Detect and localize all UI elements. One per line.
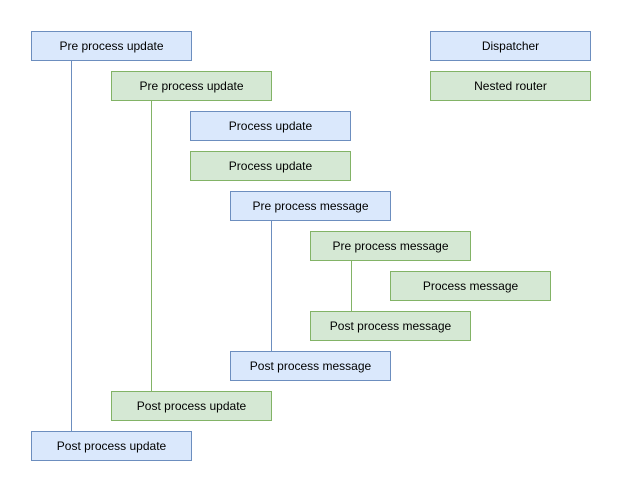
connector-nested-message-line <box>351 261 352 311</box>
node-nested-process-message: Process message <box>390 271 551 301</box>
node-dispatcher: Dispatcher <box>430 31 591 61</box>
node-nested-post-process-message: Post process message <box>310 311 471 341</box>
node-nested-pre-process-update: Pre process update <box>111 71 272 101</box>
connector-dispatcher-message-line <box>271 221 272 351</box>
node-dispatcher-pre-process-update: Pre process update <box>31 31 192 61</box>
connector-dispatcher-update-line <box>71 61 72 431</box>
node-dispatcher-pre-process-message: Pre process message <box>230 191 391 221</box>
node-dispatcher-process-update: Process update <box>190 111 351 141</box>
node-dispatcher-post-process-message: Post process message <box>230 351 391 381</box>
node-dispatcher-post-process-update: Post process update <box>31 431 192 461</box>
node-nested-post-process-update: Post process update <box>111 391 272 421</box>
node-nested-pre-process-message: Pre process message <box>310 231 471 261</box>
node-nested-router: Nested router <box>430 71 591 101</box>
node-nested-process-update: Process update <box>190 151 351 181</box>
connector-nested-update-line <box>151 101 152 391</box>
